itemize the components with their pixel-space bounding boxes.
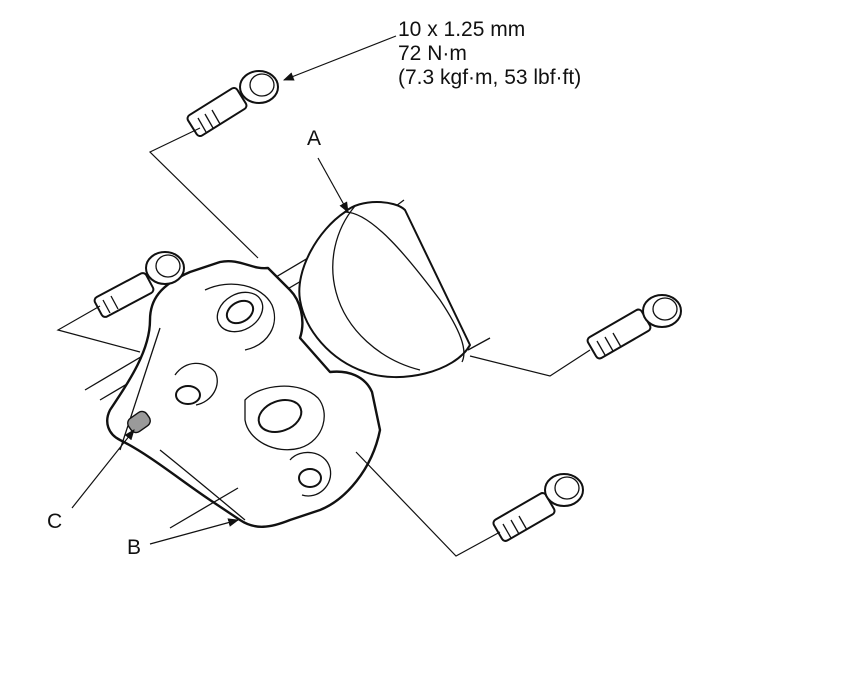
- torque-value-text: 72 N·m: [398, 42, 467, 65]
- mount-bracket-b: [106, 259, 382, 529]
- leader-c: [71, 429, 135, 509]
- bolt-right-upper: [586, 294, 682, 360]
- callout-label-c: C: [47, 510, 63, 533]
- bolt-right-lower: [492, 473, 584, 542]
- dowel-pin-c: [127, 410, 151, 434]
- torque-spec: 10 x 1.25 mm 72 N·m (7.3 kgf·m, 53 lbf·f…: [398, 18, 581, 90]
- leader-torque: [282, 35, 397, 81]
- leader-b: [149, 518, 240, 545]
- bolt-left: [93, 251, 185, 318]
- callout-label-a: A: [307, 127, 322, 150]
- thread-size-text: 10 x 1.25 mm: [398, 18, 526, 41]
- leader-a: [317, 157, 349, 213]
- torque-alt-units-text: (7.3 kgf·m, 53 lbf·ft): [398, 66, 582, 89]
- bolt-top: [186, 70, 279, 138]
- callout-label-b: B: [127, 536, 142, 559]
- assembly-lines: [56, 127, 591, 557]
